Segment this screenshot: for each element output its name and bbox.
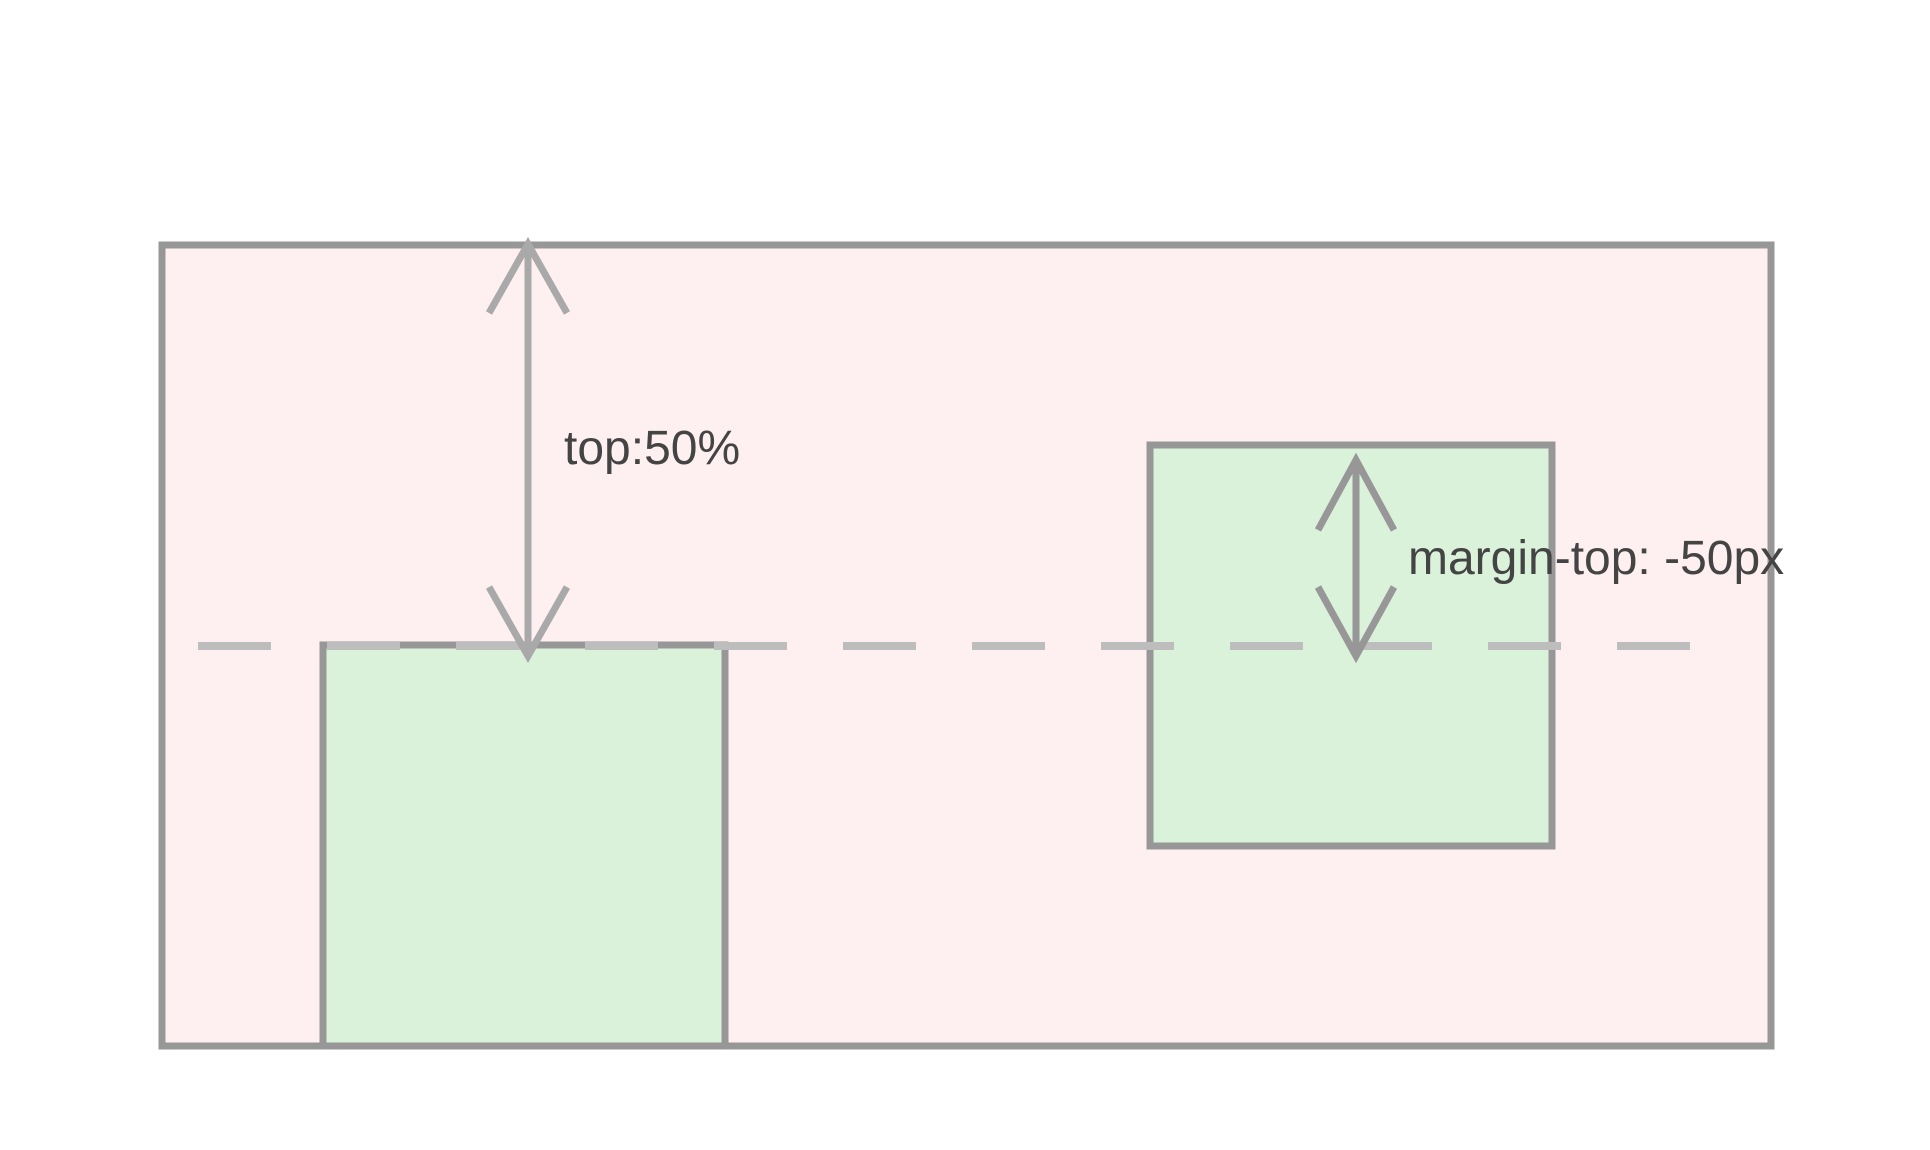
top-50-label: top:50% [564,422,740,475]
margin-offset-arrow [1314,452,1398,664]
top-offset-arrow [485,236,571,664]
arrowhead-up-icon [1314,452,1398,532]
arrowhead-down-icon [1314,585,1398,664]
box-top-50-percent [319,641,729,1050]
arrowhead-down-icon [485,585,571,664]
arrowhead-up-icon [485,236,571,315]
margin-top-label: margin-top: -50px [1408,532,1784,585]
